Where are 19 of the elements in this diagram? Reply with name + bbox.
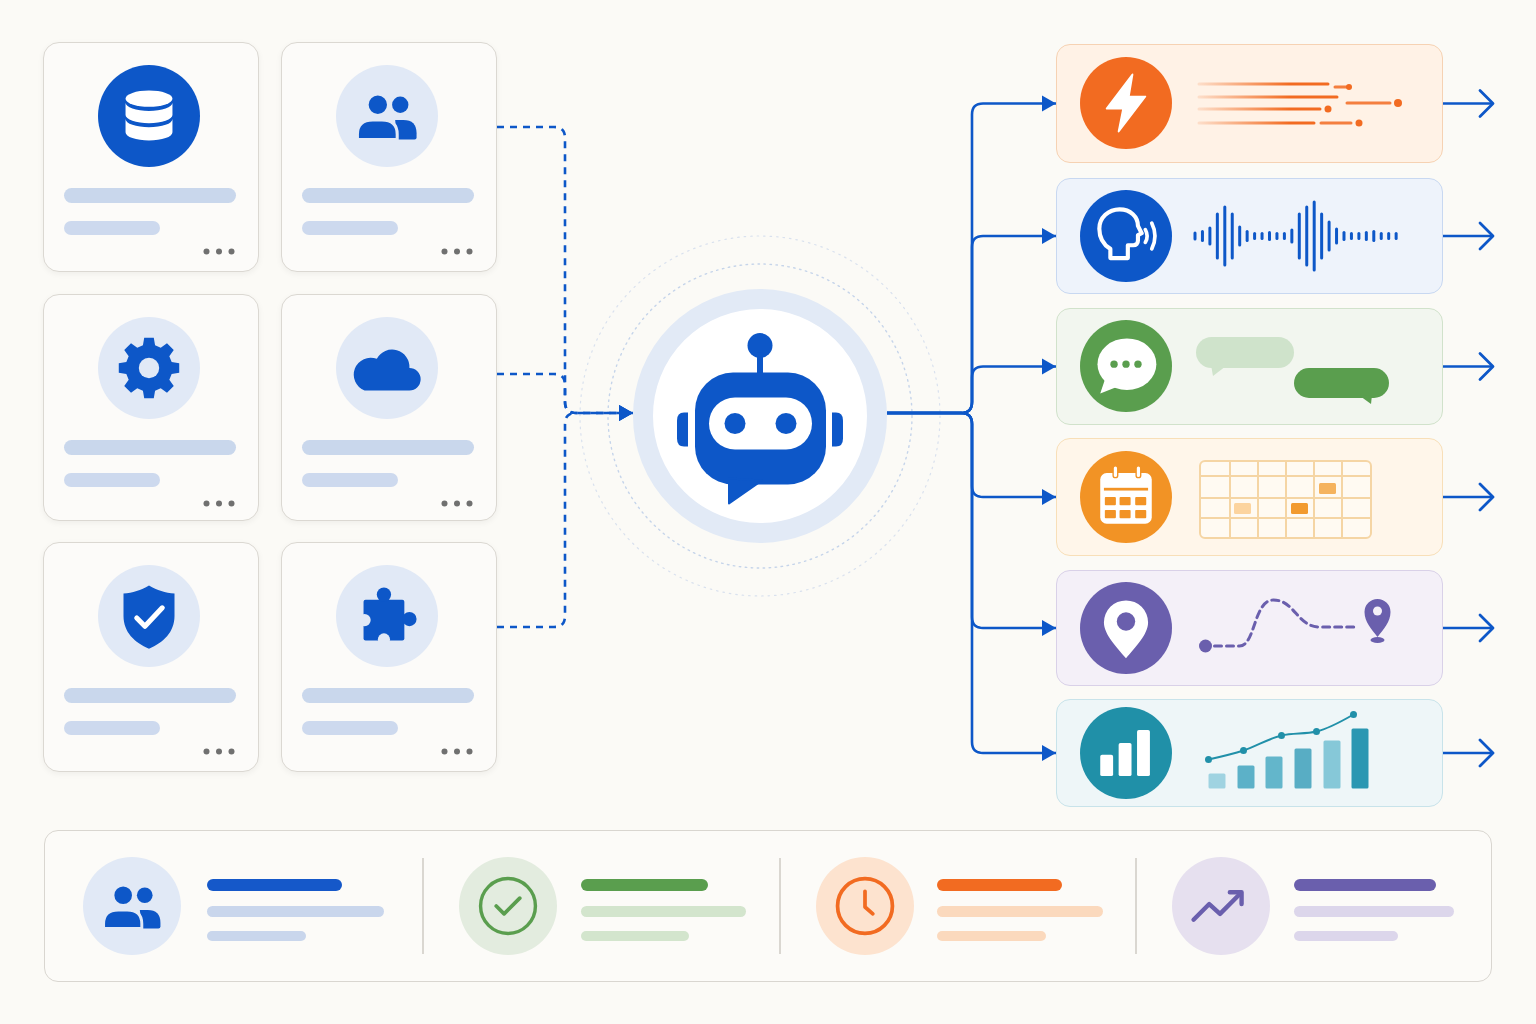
card: [43, 542, 259, 772]
wide-card: [1056, 570, 1443, 686]
arrow: [1443, 738, 1495, 768]
arrow: [1443, 89, 1495, 118]
arrow: [886, 411, 1056, 761]
card: [43, 42, 259, 272]
wide-card: [1056, 308, 1443, 425]
arrow: [1443, 482, 1495, 512]
arrow: [1443, 352, 1495, 381]
wide-card: [1056, 178, 1443, 294]
dashed-arrow: [497, 405, 634, 629]
wide-card: [1056, 44, 1443, 163]
card: [281, 542, 497, 772]
wide-card: [1056, 438, 1443, 556]
card: [281, 294, 497, 521]
arrow: [1443, 221, 1495, 251]
card: [43, 294, 259, 521]
arrow: [1443, 613, 1495, 643]
card: [281, 42, 497, 272]
